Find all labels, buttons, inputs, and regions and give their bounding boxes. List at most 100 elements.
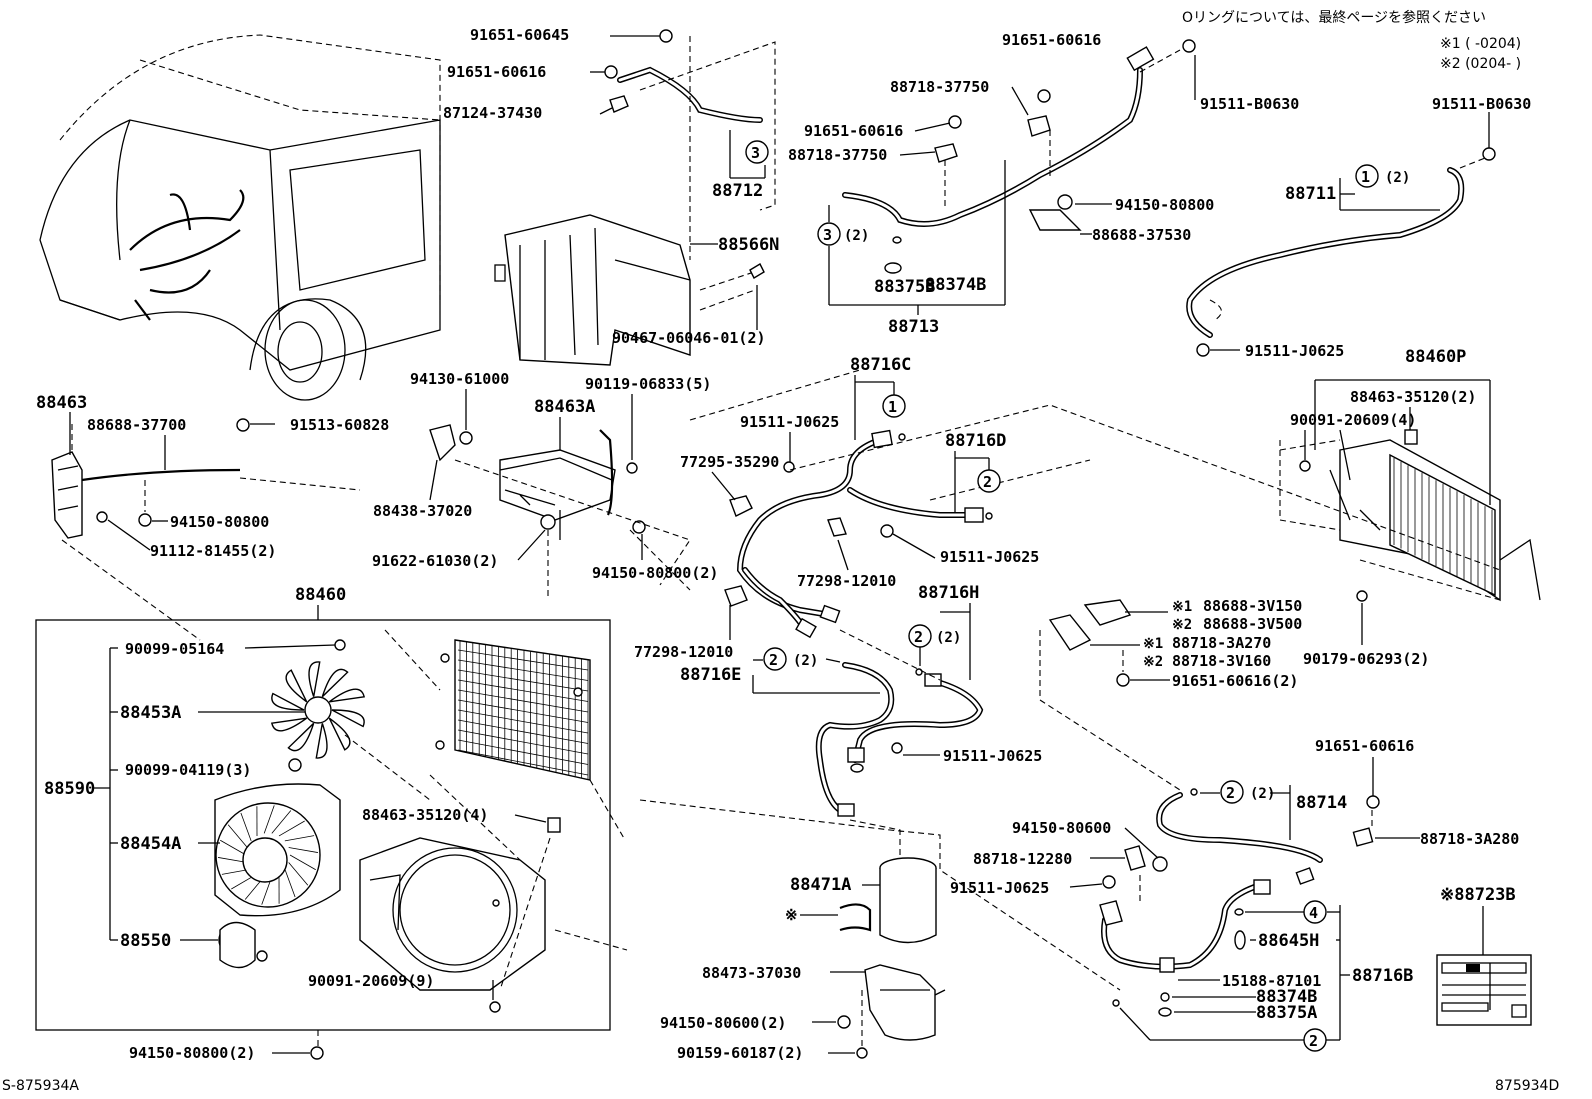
label-88718-3A270: 88718-3A270 bbox=[1172, 634, 1271, 652]
label-91112-81455: 91112-81455(2) bbox=[150, 542, 276, 560]
bracket-88463A bbox=[429, 424, 691, 600]
label-88454A: 88454A bbox=[120, 834, 181, 854]
label-90467: 90467-06046-01(2) bbox=[612, 329, 766, 347]
note-mark-drier: ※ bbox=[785, 906, 798, 924]
label-88718-3V160: 88718-3V160 bbox=[1172, 652, 1271, 670]
label-88714: 88714 bbox=[1296, 793, 1347, 813]
qty-2d: (2) bbox=[1250, 786, 1275, 802]
label-91651-60616-b: 91651-60616 bbox=[1002, 31, 1101, 49]
label-91651-60645: 91651-60645 bbox=[470, 26, 569, 44]
label-88716D: 88716D bbox=[945, 431, 1006, 451]
label-88460P: 88460P bbox=[1405, 347, 1466, 367]
label-91651-60616-d: 91651-60616 bbox=[1315, 737, 1414, 755]
label-77298-12010-b: 77298-12010 bbox=[634, 643, 733, 661]
mark-1-a: ※1 bbox=[1172, 599, 1192, 615]
label-94150-80800-c: 94150-80800(2) bbox=[592, 564, 718, 582]
caution-label-88723B bbox=[1436, 954, 1532, 1026]
label-94130-61000: 94130-61000 bbox=[410, 370, 509, 388]
label-88471A: 88471A bbox=[790, 875, 851, 895]
circled-1-a: 1 bbox=[1361, 168, 1370, 186]
circled-4: 4 bbox=[1309, 904, 1318, 922]
label-88460: 88460 bbox=[295, 585, 346, 605]
label-88463-35120-2: 88463-35120(2) bbox=[1350, 388, 1476, 406]
label-88463A: 88463A bbox=[534, 397, 595, 417]
qty-1a: (2) bbox=[1385, 170, 1410, 186]
hose-88713-group bbox=[842, 39, 1196, 274]
label-88718-3A280: 88718-3A280 bbox=[1420, 830, 1519, 848]
label-15188-87101: 15188-87101 bbox=[1222, 972, 1321, 990]
label-91651-60616-a: 91651-60616 bbox=[447, 63, 546, 81]
label-91511-J0625-c: 91511-J0625 bbox=[940, 548, 1039, 566]
label-90091-20609-9: 90091-20609(9) bbox=[308, 972, 434, 990]
label-88718-12280: 88718-12280 bbox=[973, 850, 1072, 868]
label-94150-80600-2: 94150-80600(2) bbox=[660, 1014, 786, 1032]
fan-assembly bbox=[214, 629, 628, 1013]
label-88590: 88590 bbox=[44, 779, 95, 799]
hose-88711-group bbox=[1186, 147, 1496, 357]
label-90159-60187: 90159-60187(2) bbox=[677, 1044, 803, 1062]
label-91651-60616-c: 91651-60616 bbox=[804, 122, 903, 140]
label-88453A: 88453A bbox=[120, 703, 181, 723]
label-88374B-2: 88374B bbox=[1256, 987, 1317, 1007]
circled-1-b: 1 bbox=[888, 398, 897, 416]
label-91511-J0625-e: 91511-J0625 bbox=[950, 879, 1049, 897]
label-88718-37750-b: 88718-37750 bbox=[788, 146, 887, 164]
circled-2-b: 2 bbox=[914, 628, 923, 646]
label-91622-61030: 91622-61030(2) bbox=[372, 552, 498, 570]
label-88688-3V500: 88688-3V500 bbox=[1203, 615, 1302, 633]
assembly-88460-box bbox=[35, 619, 611, 1031]
label-77295-35290: 77295-35290 bbox=[680, 453, 779, 471]
oring-note: Oリングについては、最終ページを参照ください bbox=[1182, 9, 1486, 26]
label-88712: 88712 bbox=[712, 181, 763, 201]
label-88688-37700: 88688-37700 bbox=[87, 416, 186, 434]
mark-2-a: ※2 bbox=[1172, 617, 1192, 633]
diagram-code-left: S-875934A bbox=[2, 1078, 79, 1094]
variant-note-2: ※2 (0204- ) bbox=[1440, 56, 1521, 72]
circled-2-c: 2 bbox=[769, 651, 778, 669]
label-91513-60828: 91513-60828 bbox=[290, 416, 389, 434]
label-90179-06293: 90179-06293(2) bbox=[1303, 650, 1429, 668]
label-90099-05164: 90099-05164 bbox=[125, 640, 224, 658]
mark-1-b: ※1 bbox=[1143, 636, 1163, 652]
label-88375B: 88375B bbox=[874, 277, 935, 297]
label-88550: 88550 bbox=[120, 931, 171, 951]
label-94150-80800-a: 94150-80800 bbox=[1115, 196, 1214, 214]
hose-88712-group: 3 bbox=[590, 29, 776, 260]
qty-2b: (2) bbox=[936, 630, 961, 646]
label-88718-37750-a: 88718-37750 bbox=[890, 78, 989, 96]
label-88716E: 88716E bbox=[680, 665, 741, 685]
label-91511-J0625-d: 91511-J0625 bbox=[943, 747, 1042, 765]
label-91511-J0625-a: 91511-J0625 bbox=[1245, 342, 1344, 360]
label-94150-80800-d: 94150-80800(2) bbox=[129, 1044, 255, 1062]
label-90091-20609-4: 90091-20609(4) bbox=[1290, 411, 1416, 429]
circled-3-b: 3 bbox=[823, 226, 832, 244]
label-88716H: 88716H bbox=[918, 583, 979, 603]
label-88716C: 88716C bbox=[850, 355, 911, 375]
label-88645H: 88645H bbox=[1258, 931, 1319, 951]
label-91511-B0630-a: 91511-B0630 bbox=[1200, 95, 1299, 113]
qty-3b: (2) bbox=[844, 228, 869, 244]
label-88438-37020: 88438-37020 bbox=[373, 502, 472, 520]
pipes-88716-group bbox=[639, 369, 1501, 991]
label-87124-37430: 87124-37430 bbox=[443, 104, 542, 122]
label-88473-37030: 88473-37030 bbox=[702, 964, 801, 982]
circled-2-d: 2 bbox=[1226, 784, 1235, 802]
label-88374B: 88374B bbox=[925, 275, 986, 295]
qty-2c: (2) bbox=[793, 653, 818, 669]
label-88566N: 88566N bbox=[718, 235, 779, 255]
shroud-88566N bbox=[494, 214, 765, 366]
label-94150-80800-b: 94150-80800 bbox=[170, 513, 269, 531]
circled-3-a: 3 bbox=[751, 144, 760, 162]
label-88716B: 88716B bbox=[1352, 966, 1413, 986]
condenser-88460P bbox=[1279, 429, 1541, 602]
label-88688-37530: 88688-37530 bbox=[1092, 226, 1191, 244]
label-94150-80600: 94150-80600 bbox=[1012, 819, 1111, 837]
diagram-code-right: 875934D bbox=[1495, 1078, 1559, 1094]
receiver-drier bbox=[837, 857, 946, 1059]
bracket-3v150 bbox=[1039, 599, 1181, 791]
label-90099-04119: 90099-04119(3) bbox=[125, 761, 251, 779]
label-91651-60616-2: 91651-60616(2) bbox=[1172, 672, 1298, 690]
label-91511-J0625-b: 91511-J0625 bbox=[740, 413, 839, 431]
label-90119-06833: 90119-06833(5) bbox=[585, 375, 711, 393]
